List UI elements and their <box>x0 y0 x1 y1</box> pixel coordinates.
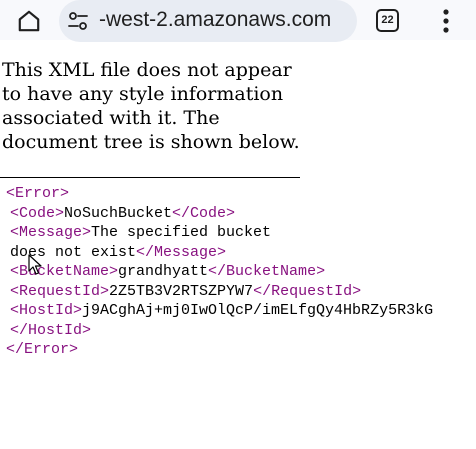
xml-tag: <RequestId> <box>10 282 110 300</box>
xml-value-message: The specified bucket <box>91 224 272 241</box>
xml-value-code: NoSuchBucket <box>64 204 173 222</box>
xml-line-error-close: </Error> <box>0 340 476 360</box>
tab-switcher-button[interactable]: 22 <box>374 7 400 33</box>
xml-tag: </Code> <box>172 204 236 222</box>
browser-toolbar: -west-2.amazonaws.com 22 <box>0 0 476 42</box>
xml-line-code: <Code>NoSuchBucket</Code> <box>0 204 476 224</box>
xml-tag: <Message> <box>10 224 92 241</box>
xml-tag: <BucketName> <box>10 263 119 280</box>
xml-line-error-open: <Error> <box>0 184 476 204</box>
xml-value-host-id: j9ACghAj+mj0IwOlQcP/imELfgQy4HbRZy5R3kG <box>82 302 434 319</box>
xml-tag: <HostId> <box>10 302 83 319</box>
xml-tag: <Code> <box>10 204 65 222</box>
home-icon <box>18 10 40 32</box>
xml-tag: </HostId> <box>10 321 92 339</box>
notice-divider <box>0 177 300 178</box>
xml-value-message: does not exist <box>10 243 137 261</box>
site-info-icon[interactable] <box>67 10 89 32</box>
xml-value-bucket-name: grandhyatt <box>118 263 209 280</box>
xml-tag: </RequestId> <box>253 282 362 300</box>
home-button[interactable] <box>14 6 44 36</box>
xml-line-host-id: <HostId>j9ACghAj+mj0IwOlQcP/imELfgQy4HbR… <box>0 301 476 321</box>
xml-line-message: <Message>The specified bucket <box>0 223 476 243</box>
xml-tag: </BucketName> <box>208 263 326 280</box>
xml-style-notice: This XML file does not appear to have an… <box>2 59 300 153</box>
menu-button[interactable] <box>433 7 459 35</box>
address-bar[interactable]: -west-2.amazonaws.com <box>59 0 357 42</box>
xml-line-request-id: <RequestId>2Z5TB3V2RTSZPYW7</RequestId> <box>0 282 476 302</box>
url-text[interactable]: -west-2.amazonaws.com <box>99 8 332 31</box>
tab-count: 22 <box>381 14 394 26</box>
more-vert-icon <box>443 9 449 33</box>
xml-tag: </Error> <box>6 341 79 358</box>
xml-document-tree: <Error> <Code>NoSuchBucket</Code> <Messa… <box>0 184 476 360</box>
xml-tag: </Message> <box>136 243 227 261</box>
xml-line-bucket-name: <BucketName>grandhyatt</BucketName> <box>0 262 476 282</box>
xml-value-request-id: 2Z5TB3V2RTSZPYW7 <box>109 282 254 300</box>
xml-line-message-cont: does not exist</Message> <box>0 243 476 263</box>
tabs-icon <box>376 9 399 32</box>
xml-line-host-id-close: </HostId> <box>0 321 476 341</box>
xml-tag: <Error> <box>6 185 70 202</box>
mouse-cursor-icon <box>28 254 42 275</box>
